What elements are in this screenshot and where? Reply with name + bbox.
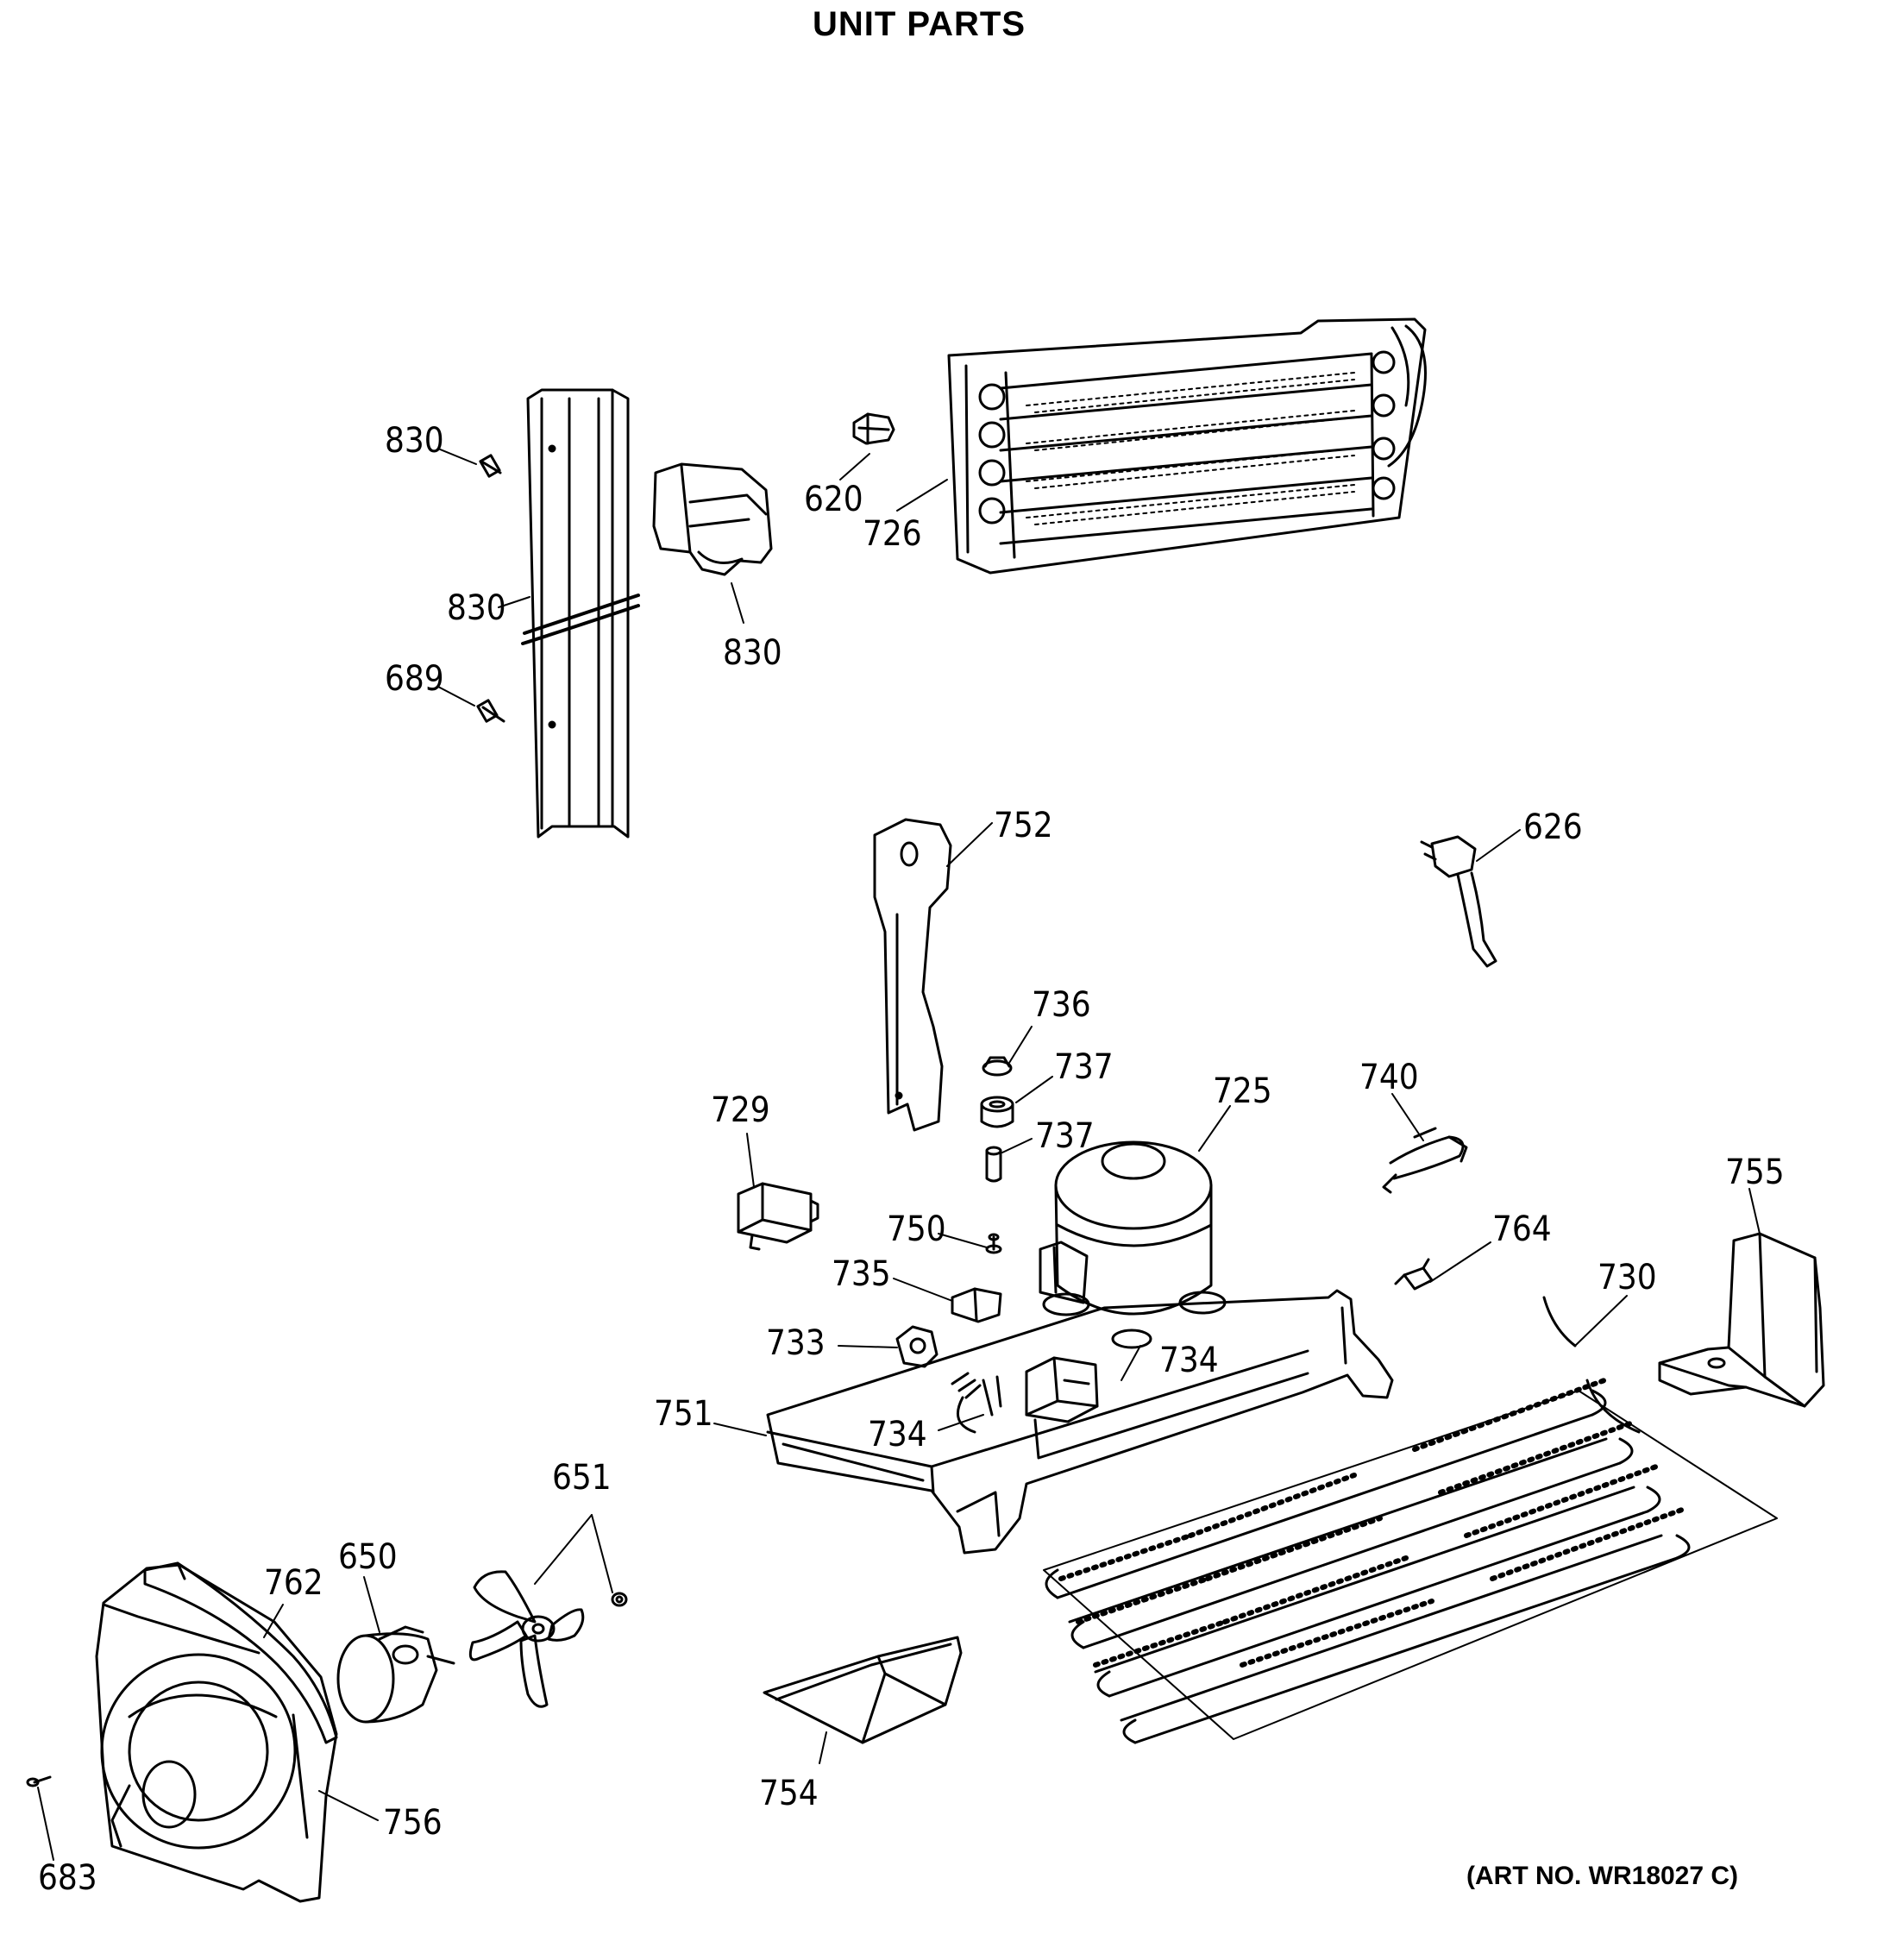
- art-number-caption: (ART NO. WR18027 C): [1466, 1862, 1739, 1890]
- callout-729: 729: [711, 1090, 770, 1130]
- callout-734-right: 734: [1159, 1341, 1219, 1380]
- callout-750: 750: [887, 1209, 946, 1249]
- power-cord-626: [1420, 835, 1497, 968]
- page-title: UNIT PARTS: [813, 5, 1026, 43]
- cord-clip-bracket: [652, 462, 773, 576]
- clip-764: [1394, 1258, 1434, 1291]
- callout-736: 736: [1032, 985, 1091, 1025]
- callout-754: 754: [759, 1774, 819, 1813]
- evaporator-coil-726: [947, 317, 1427, 575]
- callout-830-screw: 830: [385, 421, 444, 461]
- callout-830-bracket: 830: [447, 588, 506, 628]
- heater-740: [1382, 1127, 1468, 1194]
- base-pan-751: [766, 1289, 1394, 1555]
- fan-shroud-756: [95, 1563, 338, 1903]
- clip-620: [852, 412, 895, 445]
- screw-689: [476, 699, 505, 723]
- callout-683: 683: [38, 1858, 97, 1898]
- callout-755: 755: [1725, 1153, 1785, 1192]
- callout-764: 764: [1492, 1209, 1552, 1249]
- drain-pan-754: [763, 1636, 963, 1744]
- callout-735: 735: [832, 1254, 891, 1294]
- callout-762: 762: [264, 1563, 323, 1603]
- terminal-cover-735: [951, 1287, 1002, 1323]
- leader-lines: [37, 448, 1761, 1861]
- nut-651: [611, 1592, 628, 1607]
- callout-620: 620: [804, 480, 863, 519]
- callout-626: 626: [1523, 807, 1583, 847]
- callout-650: 650: [338, 1537, 398, 1577]
- callout-756: 756: [383, 1803, 443, 1843]
- condenser-coil-730: [1043, 1296, 1778, 1744]
- callout-labels: 830 830 830 689 620 726 752 626 736 737 …: [38, 421, 1785, 1898]
- compressor-strap-752: [873, 818, 952, 1132]
- callout-734-left: 734: [868, 1415, 927, 1454]
- screw-750: [985, 1233, 1002, 1254]
- callout-740: 740: [1359, 1058, 1419, 1097]
- sleeve-737b: [985, 1146, 1002, 1183]
- fan-blade-651: [468, 1570, 585, 1708]
- overload-733: [895, 1325, 938, 1368]
- callout-752: 752: [994, 806, 1053, 845]
- callout-737-top: 737: [1054, 1047, 1114, 1087]
- callout-726: 726: [863, 514, 922, 554]
- screw-830: [479, 454, 502, 478]
- relay-729: [737, 1182, 819, 1251]
- screw-683: [26, 1775, 52, 1787]
- callout-725: 725: [1213, 1071, 1272, 1111]
- callout-733: 733: [766, 1323, 826, 1363]
- callout-689: 689: [385, 659, 444, 699]
- callout-751: 751: [654, 1394, 713, 1434]
- start-relay-734: [1025, 1356, 1099, 1423]
- callout-651: 651: [552, 1458, 612, 1498]
- insulation-762: [143, 1561, 338, 1744]
- bracket-755: [1658, 1232, 1825, 1408]
- callout-737-bottom: 737: [1035, 1116, 1095, 1156]
- grommet-737a: [980, 1096, 1014, 1128]
- vertical-channel-bracket: [521, 388, 640, 839]
- fan-motor-650: [336, 1625, 455, 1724]
- grommet-736: [982, 1056, 1013, 1077]
- callout-730: 730: [1598, 1258, 1657, 1297]
- callout-830-clip: 830: [723, 633, 782, 673]
- compressor-725: [1039, 1140, 1227, 1349]
